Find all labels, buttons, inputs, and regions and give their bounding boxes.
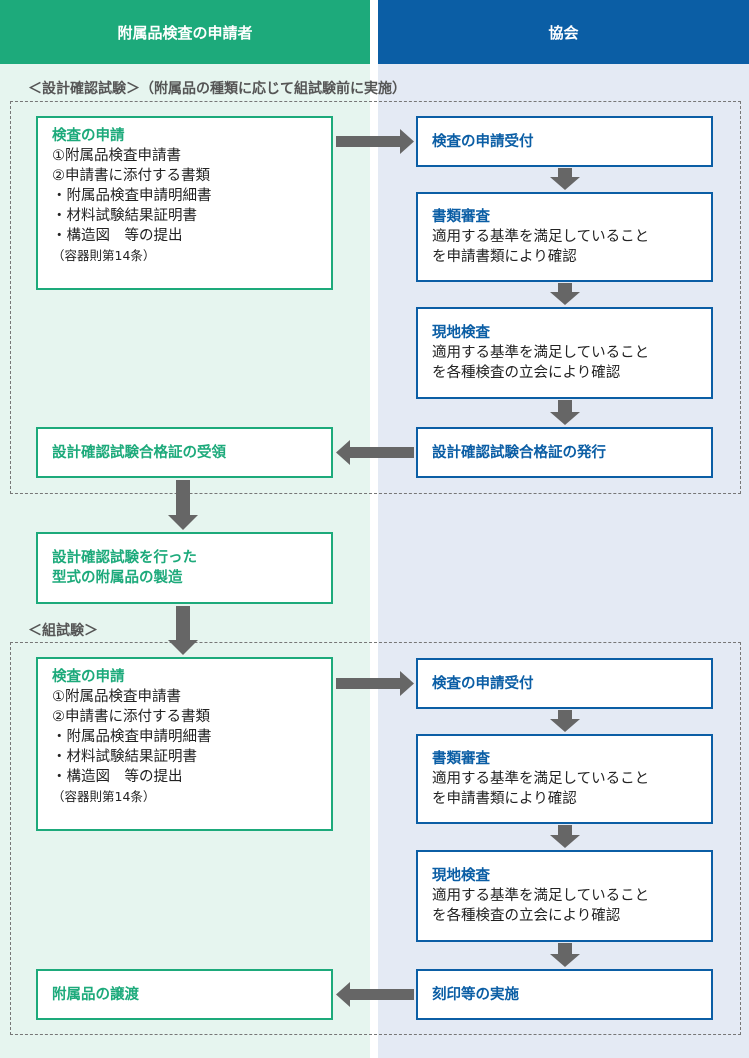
arrow-design-receive-to-review bbox=[550, 168, 580, 190]
assembly-transfer-box: 附属品の譲渡 bbox=[36, 969, 333, 1020]
assembly-site-title: 現地検査 bbox=[432, 868, 490, 884]
manufacture-box: 設計確認試験を行った 型式の附属品の製造 bbox=[36, 532, 333, 604]
design-apply-line-4: ・材料試験結果証明書 bbox=[52, 208, 197, 224]
assembly-site-line-1: 適用する基準を満足していること bbox=[432, 888, 650, 904]
design-site-line-1: 適用する基準を満足していること bbox=[432, 345, 650, 361]
design-doc-review-line-1: 適用する基準を満足していること bbox=[432, 229, 650, 245]
assembly-doc-review-line-1: 適用する基準を満足していること bbox=[432, 771, 650, 787]
design-apply-title: 検査の申請 bbox=[52, 128, 125, 144]
assembly-test-section-label: ＜組試験＞ bbox=[28, 623, 98, 639]
design-receive-box: 検査の申請受付 bbox=[416, 116, 713, 167]
assembly-doc-review-line-2: を申請書類により確認 bbox=[432, 791, 577, 807]
manufacture-line-2: 型式の附属品の製造 bbox=[52, 570, 183, 586]
arrow-assembly-apply-to-receive bbox=[336, 671, 414, 696]
assembly-stamp-title: 刻印等の実施 bbox=[432, 986, 519, 1003]
design-receive-title: 検査の申請受付 bbox=[432, 133, 534, 150]
assembly-site-inspection-box: 現地検査 適用する基準を満足していること を各種検査の立会により確認 bbox=[416, 850, 713, 942]
arrow-manufacture-to-assembly-apply bbox=[168, 606, 198, 655]
assembly-apply-title: 検査の申請 bbox=[52, 669, 125, 685]
assembly-apply-line-5: ・構造図 等の提出 bbox=[52, 769, 183, 785]
applicant-column-header: 附属品検査の申請者 bbox=[0, 0, 370, 64]
assembly-transfer-title: 附属品の譲渡 bbox=[52, 986, 139, 1003]
design-certificate-receipt-box: 設計確認試験合格証の受領 bbox=[36, 427, 333, 478]
design-apply-line-3: ・附属品検査申請明細書 bbox=[52, 188, 212, 204]
design-apply-note: （容器則第14条） bbox=[52, 248, 156, 263]
design-apply-line-1: ①附属品検査申請書 bbox=[52, 148, 181, 164]
arrow-design-issue-to-accept bbox=[336, 440, 414, 465]
arrow-design-site-to-issue bbox=[550, 400, 580, 425]
design-certificate-issue-box: 設計確認試験合格証の発行 bbox=[416, 427, 713, 478]
assembly-receive-title: 検査の申請受付 bbox=[432, 675, 534, 692]
design-site-title: 現地検査 bbox=[432, 325, 490, 341]
design-test-section-frame bbox=[10, 101, 741, 494]
assembly-test-section-frame bbox=[10, 642, 741, 1035]
arrow-accept-to-manufacture bbox=[168, 480, 198, 530]
arrow-design-apply-to-receive bbox=[336, 129, 414, 154]
manufacture-line-1: 設計確認試験を行った bbox=[52, 550, 197, 566]
design-site-inspection-box: 現地検査 適用する基準を満足していること を各種検査の立会により確認 bbox=[416, 307, 713, 399]
design-test-section-label: ＜設計確認試験＞（附属品の種類に応じて組試験前に実施） bbox=[28, 81, 406, 97]
design-site-line-2: を各種検査の立会により確認 bbox=[432, 365, 621, 381]
design-doc-review-title: 書類審査 bbox=[432, 209, 490, 225]
design-apply-box: 検査の申請 ①附属品検査申請書 ②申請書に添付する書類 ・附属品検査申請明細書 … bbox=[36, 116, 333, 290]
assembly-site-line-2: を各種検査の立会により確認 bbox=[432, 908, 621, 924]
design-accept-title: 設計確認試験合格証の受領 bbox=[52, 444, 226, 461]
design-doc-review-line-2: を申請書類により確認 bbox=[432, 249, 577, 265]
arrow-design-review-to-site bbox=[550, 283, 580, 305]
association-column-header: 協会 bbox=[378, 0, 749, 64]
design-doc-review-box: 書類審査 適用する基準を満足していること を申請書類により確認 bbox=[416, 192, 713, 282]
assembly-apply-note: （容器則第14条） bbox=[52, 789, 156, 804]
arrow-assembly-site-to-stamp bbox=[550, 943, 580, 967]
design-apply-line-5: ・構造図 等の提出 bbox=[52, 228, 183, 244]
arrow-assembly-receive-to-review bbox=[550, 710, 580, 732]
assembly-stamp-box: 刻印等の実施 bbox=[416, 969, 713, 1020]
assembly-apply-line-2: ②申請書に添付する書類 bbox=[52, 709, 210, 725]
arrow-assembly-stamp-to-transfer bbox=[336, 982, 414, 1007]
assembly-apply-line-3: ・附属品検査申請明細書 bbox=[52, 729, 212, 745]
arrow-assembly-review-to-site bbox=[550, 825, 580, 848]
assembly-doc-review-title: 書類審査 bbox=[432, 751, 490, 767]
assembly-apply-box: 検査の申請 ①附属品検査申請書 ②申請書に添付する書類 ・附属品検査申請明細書 … bbox=[36, 657, 333, 831]
design-apply-line-2: ②申請書に添付する書類 bbox=[52, 168, 210, 184]
assembly-doc-review-box: 書類審査 適用する基準を満足していること を申請書類により確認 bbox=[416, 734, 713, 824]
assembly-apply-line-4: ・材料試験結果証明書 bbox=[52, 749, 197, 765]
design-issue-title: 設計確認試験合格証の発行 bbox=[432, 444, 606, 461]
assembly-apply-line-1: ①附属品検査申請書 bbox=[52, 689, 181, 705]
assembly-receive-box: 検査の申請受付 bbox=[416, 658, 713, 709]
